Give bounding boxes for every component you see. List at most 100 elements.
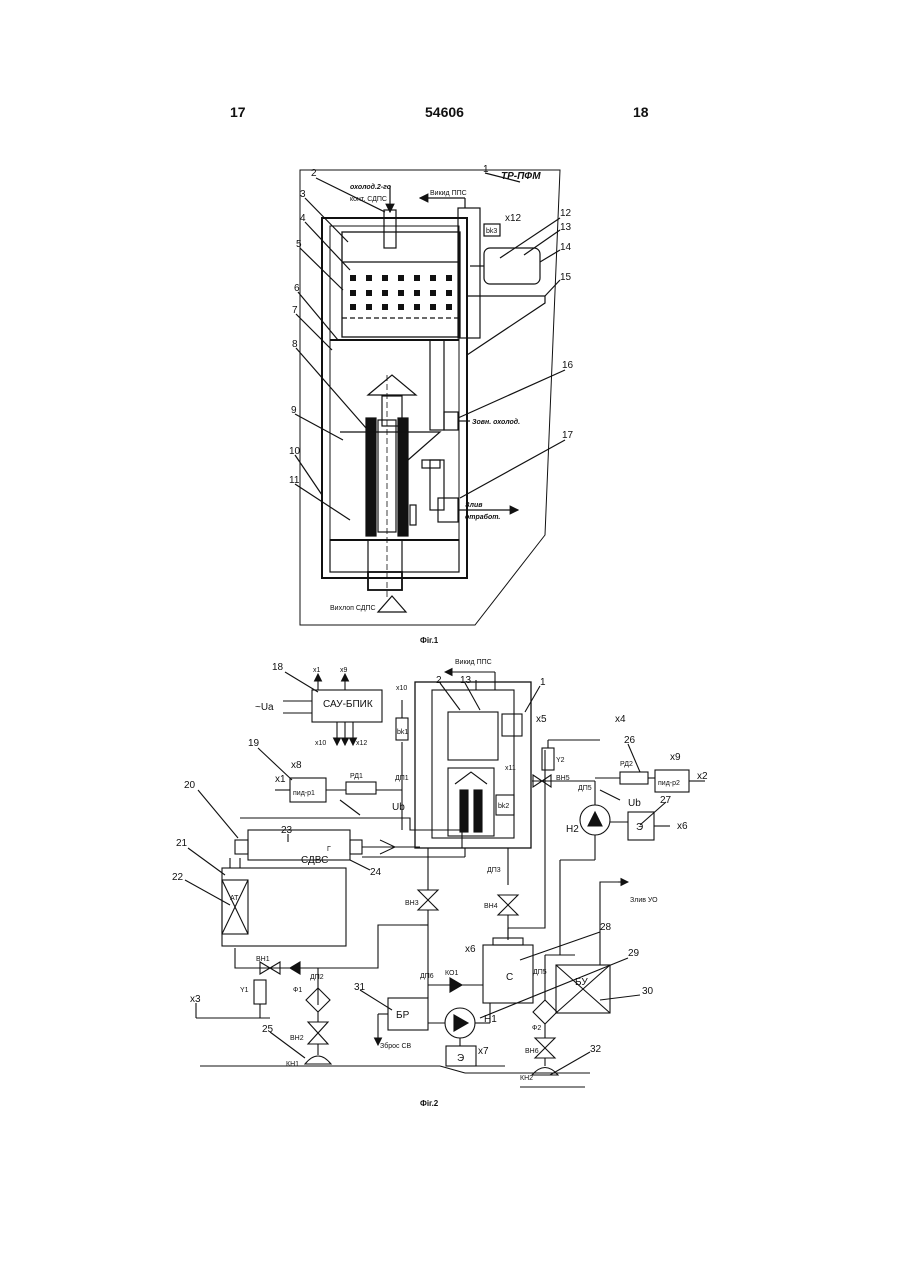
cooling-label-2: конт. СДПС: [350, 196, 387, 203]
leader-27: 27: [660, 795, 672, 806]
leader-2: 2: [311, 168, 317, 179]
leader-22: 22: [172, 872, 184, 883]
vn2-label: ВН2: [290, 1035, 304, 1042]
drain-label: Злив: [465, 502, 483, 509]
leader-2b: 2: [436, 675, 442, 686]
x2-label: x2: [697, 771, 708, 782]
leader-15: 15: [560, 272, 572, 283]
bu-label: БУ: [575, 977, 588, 988]
bk1-label: bk1: [397, 729, 408, 736]
fig2-caption: Фіг.2: [420, 1099, 439, 1108]
c-label: С: [506, 972, 513, 983]
vn5-label: ВН5: [556, 775, 570, 782]
leader-6: 6: [294, 283, 300, 294]
f1-label: Ф1: [293, 987, 302, 994]
leader-30: 30: [642, 986, 654, 997]
n2-label: Н2: [566, 824, 579, 835]
leader-12: 12: [560, 208, 572, 219]
pid-p1: пид-р1: [293, 790, 315, 797]
y1-label: Y1: [240, 987, 249, 994]
leader-23: 23: [281, 825, 293, 836]
leader-1b: 1: [540, 677, 546, 688]
leader-13b: 13: [460, 675, 472, 686]
x3-label: x3: [190, 994, 201, 1005]
dp3-label: ДП3: [487, 867, 501, 874]
leader-25: 25: [262, 1024, 274, 1035]
e-bottom: Э: [457, 1053, 464, 1064]
title-box: ТР-ПФМ: [501, 171, 541, 182]
leader-29: 29: [628, 948, 640, 959]
emission-label: Викид ППС: [430, 190, 467, 197]
leader-31: 31: [354, 982, 366, 993]
ua-label: ~Ua: [255, 702, 274, 713]
x9-right: x9: [670, 752, 681, 763]
leader-5: 5: [296, 239, 302, 250]
leader-21: 21: [176, 838, 188, 849]
n1-label: Н1: [484, 1014, 497, 1025]
x12-bottom: x12: [356, 740, 367, 747]
e-right: Э: [636, 822, 643, 833]
dp-right-label: ДП5: [578, 785, 592, 792]
leader-11: 11: [289, 475, 300, 486]
exhaust-label: Вихлоп СДПС: [330, 605, 376, 612]
vn6-label: ВН6: [525, 1048, 539, 1055]
cooling-label: охолод.2-го: [350, 183, 392, 191]
leader-16: 16: [562, 360, 574, 371]
leader-14: 14: [560, 242, 572, 253]
leader-10: 10: [289, 446, 301, 457]
dump-sv: Зброс СВ: [380, 1042, 412, 1050]
f2-label: Ф2: [532, 1025, 541, 1032]
x10-top: x10: [396, 685, 407, 692]
ub-right: Ub: [628, 798, 641, 809]
rd2-label: РД2: [620, 761, 633, 768]
leader-7: 7: [292, 305, 298, 316]
x5-label: x5: [536, 714, 547, 725]
leader-24: 24: [370, 867, 382, 878]
x10-bottom: x10: [315, 740, 326, 747]
leader-28: 28: [600, 922, 612, 933]
fig1-caption: Фіг.1: [420, 636, 439, 645]
figure-1: [295, 170, 565, 625]
br-label: БР: [396, 1010, 410, 1021]
outer-cooling-label: Зовн. охолод.: [472, 418, 520, 426]
x6-right: x6: [677, 821, 688, 832]
leader-3: 3: [300, 189, 306, 200]
dp5-label: ДП5: [533, 969, 547, 976]
x11-label: x11: [505, 765, 516, 772]
emission-label-2: Викид ППС: [455, 659, 492, 666]
leader-26: 26: [624, 735, 636, 746]
pid-p2: пид-р2: [658, 780, 680, 787]
leader-17: 17: [562, 430, 574, 441]
x12-label: x12: [505, 213, 522, 224]
ko1-label: КО1: [445, 970, 458, 977]
y2-label: Y2: [556, 757, 565, 764]
vn4-label: ВН4: [484, 903, 498, 910]
rd1-label: РД1: [350, 773, 363, 780]
leader-18: 18: [272, 662, 284, 673]
figure-1-labels: охолод.2-го конт. СДПС Викид ППС ТР-ПФМ …: [289, 164, 574, 645]
bk2-label: bk2: [498, 803, 509, 810]
leader-9: 9: [291, 405, 297, 416]
dp1-label: ДП1: [395, 775, 409, 782]
leader-8: 8: [292, 339, 298, 350]
x9-top: x9: [340, 667, 348, 674]
drain-label-2: отработ.: [465, 513, 500, 521]
leader-20: 20: [184, 780, 196, 791]
bk3-label: bk3: [486, 228, 497, 235]
dp6-label: ДП6: [420, 973, 434, 980]
leader-19: 19: [248, 738, 260, 749]
at-label: АТ: [230, 895, 239, 902]
leader-32: 32: [590, 1044, 602, 1055]
x8-label: x8: [291, 760, 302, 771]
g-label: Г: [327, 846, 331, 853]
x4-label: x4: [615, 714, 626, 725]
figure-2-labels: Викид ППС САУ-БПИК ~Ua x1 x9 x10 x12 x10…: [172, 659, 708, 1108]
sdvs-label: СДВС: [301, 855, 328, 866]
ub-left: Ub: [392, 802, 405, 813]
vn1-label: ВН1: [256, 956, 270, 963]
drain-uo: Злив УО: [630, 897, 658, 904]
x1-top: x1: [313, 667, 321, 674]
x7-label: x7: [478, 1046, 489, 1057]
sau-block: САУ-БПИК: [323, 699, 373, 710]
